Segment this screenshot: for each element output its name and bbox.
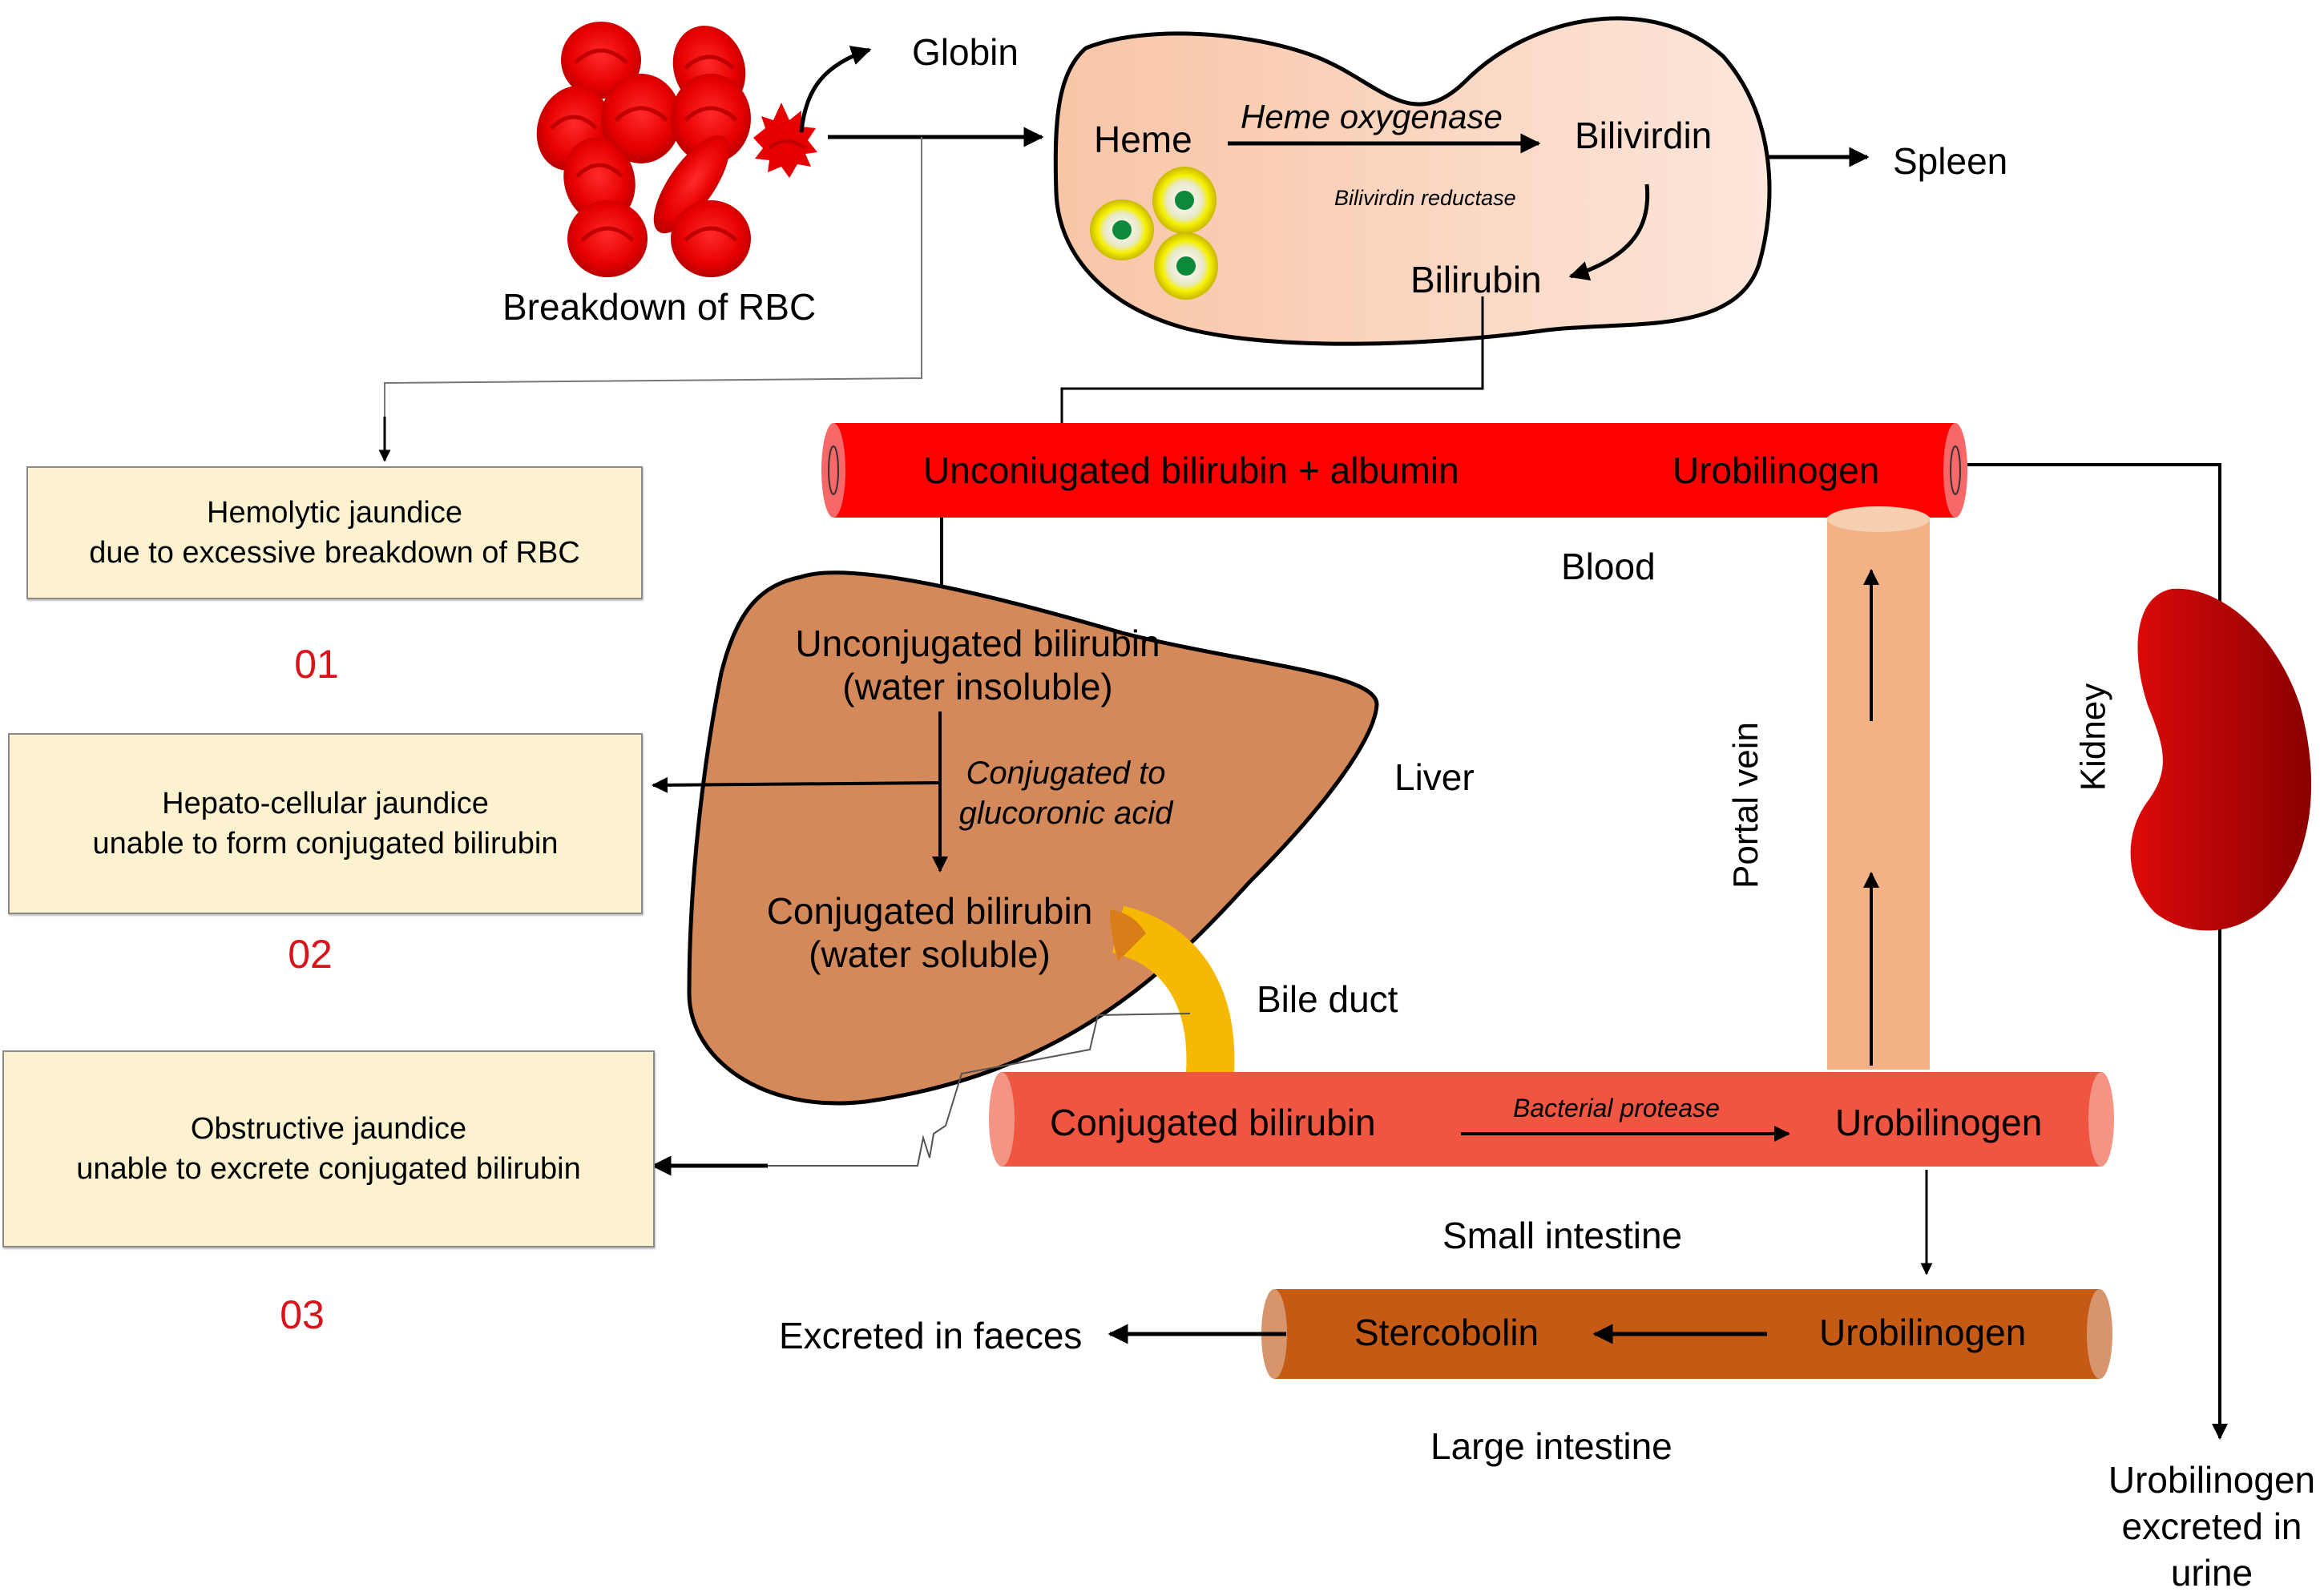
bile-duct-label: Bile duct [1257, 978, 1398, 1020]
blood-vessel [821, 423, 1967, 518]
small-intestine-label: Small intestine [1442, 1215, 1683, 1256]
liver-label: Liver [1394, 756, 1475, 798]
rbc-cell-icon [671, 74, 751, 163]
urine-line2: excreted in [2121, 1505, 2302, 1547]
jaundice-description: due to excessive breakdown of RBC [89, 536, 580, 570]
large-intestine-label: Large intestine [1430, 1425, 1672, 1467]
kidney-organ [2130, 588, 2312, 931]
small-intestine [989, 1072, 2114, 1167]
connector-bilirubin-to-blood [1060, 296, 1484, 425]
small-intestine-left-label: Conjugated bilirubin [1050, 1102, 1376, 1143]
jaundice-description: unable to form conjugated bilirubin [92, 827, 559, 860]
conjugation-step-line2: glucoronic acid [958, 796, 1173, 831]
connector-blood-to-kidney [1967, 463, 2228, 1440]
rbc-cell-icon [653, 135, 730, 234]
urine-line3: urine [2170, 1552, 2253, 1594]
large-intestine-left-label: Stercobolin [1354, 1312, 1539, 1353]
blood-label: Blood [1561, 546, 1656, 587]
unconjugated-line1: Unconjugated bilirubin [795, 623, 1160, 664]
large-intestine-right-label: Urobilinogen [1819, 1312, 2027, 1353]
bile-duct [1112, 905, 1235, 1075]
unconjugated-line2: (water insoluble) [842, 666, 1113, 707]
kidney-label: Kidney [2073, 683, 2113, 792]
conjugation-step-line1: Conjugated to [966, 756, 1166, 791]
biliverdin-label: Bilivirdin [1575, 115, 1713, 156]
rbc-cell-icon [561, 22, 641, 99]
bilirubin-label: Bilirubin [1410, 259, 1542, 300]
small-intestine-right-label: Urobilinogen [1835, 1102, 2043, 1143]
jaundice-title: Hepato-cellular jaundice [162, 787, 489, 820]
jaundice-title: Obstructive jaundice [190, 1112, 467, 1146]
portal-vein [1827, 506, 1930, 1070]
spleen-label: Spleen [1893, 140, 2008, 182]
liver-organ [687, 570, 1379, 1106]
macrophage-cell [1053, 16, 1772, 346]
unconjugated-bilirubin-label: Unconjugated bilirubin (water insoluble) [769, 622, 1186, 708]
portal-vein-label: Portal vein [1725, 722, 1765, 889]
urine-line1: Urobilinogen [2108, 1459, 2316, 1501]
ruptured-rbc-icon [753, 103, 817, 178]
conjugated-line1: Conjugated bilirubin [766, 890, 1093, 932]
globin-label: Globin [912, 31, 1019, 73]
jaundice-box-obstructive: Obstructive jaundice unable to excrete c… [2, 1050, 655, 1247]
rbc-cell-icon [567, 200, 648, 277]
faeces-label: Excreted in faeces [779, 1315, 1083, 1356]
arrow-biliverdin-to-bilirubin [1568, 183, 1650, 281]
conjugated-line2: (water soluble) [809, 933, 1051, 975]
rbc-breakdown-label: Breakdown of RBC [502, 286, 817, 328]
heme-oxygenase-label: Heme oxygenase [1241, 98, 1503, 135]
biliverdin-reductase-label: Bilivirdin reductase [1334, 186, 1516, 210]
jaundice-number-02: 02 [288, 932, 333, 977]
urine-excretion-label: Urobilinogen excreted in urine [2084, 1457, 2320, 1596]
blood-vessel-right-label: Urobilinogen [1672, 449, 1880, 491]
jaundice-number-03: 03 [280, 1292, 325, 1337]
heme-cells-icon [1090, 167, 1218, 300]
rbc-cell-icon [601, 74, 681, 163]
jaundice-number-01: 01 [294, 642, 339, 687]
arrow-to-hepatocellular-jaundice [652, 776, 941, 793]
arrow-to-globin [799, 46, 872, 133]
bacterial-protease-label: Bacterial protease [1513, 1094, 1720, 1122]
connector-obstruction [768, 1013, 1191, 1167]
jaundice-title: Hemolytic jaundice [207, 496, 462, 530]
rbc-cluster-icon [536, 22, 817, 277]
jaundice-description: unable to excrete conjugated bilirubin [76, 1152, 581, 1186]
conjugated-bilirubin-label: Conjugated bilirubin (water soluble) [737, 889, 1122, 976]
blood-vessel-left-label: Unconiugated bilirubin + albumin [923, 449, 1459, 491]
heme-label: Heme [1094, 119, 1192, 160]
conjugation-step-label: Conjugated to glucoronic acid [946, 753, 1186, 833]
jaundice-box-hemolytic: Hemolytic jaundice due to excessive brea… [26, 466, 643, 599]
jaundice-box-hepatocellular: Hepato-cellular jaundice unable to form … [8, 733, 643, 914]
rbc-cell-icon [671, 200, 751, 277]
